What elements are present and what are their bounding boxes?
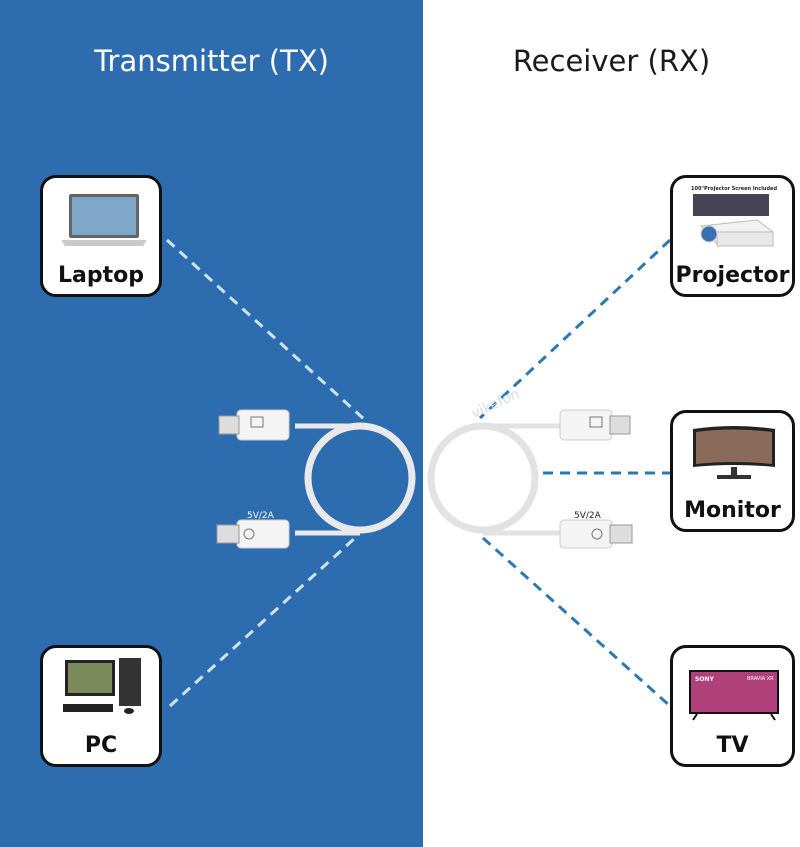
rx-power-label: 5V/2A	[574, 511, 602, 521]
projector-label: Projector	[675, 263, 790, 288]
pc-connection-line	[168, 536, 357, 708]
tv-icon	[689, 670, 779, 721]
pc-label: PC	[84, 733, 118, 758]
projector-icon	[693, 194, 775, 247]
projector-device-card: 100"Projector Screen Included Projector	[670, 175, 795, 297]
desktop-pc-icon	[63, 658, 141, 714]
tv-device-card: SONY BRAVIA XR TV	[670, 645, 795, 767]
tx-usb-connector	[236, 519, 290, 549]
laptop-icon	[61, 194, 147, 246]
monitor-device-card: Monitor	[670, 410, 795, 532]
laptop-connection-line	[165, 238, 367, 422]
receiver-title: Receiver (RX)	[512, 44, 711, 78]
tv-model: BRAVIA XR	[747, 676, 774, 682]
tx-power-label: 5V/2A	[247, 511, 275, 521]
rx-hdmi-connector	[559, 409, 613, 441]
laptop-label: Laptop	[58, 263, 144, 288]
pc-device-card: PC	[40, 645, 162, 767]
projector-connection-line	[478, 238, 672, 420]
monitor-icon	[693, 426, 775, 479]
watermark: vikefon	[469, 386, 522, 422]
laptop-device-card: Laptop	[40, 175, 162, 297]
projector-screen-caption: 100"Projector Screen Included	[691, 186, 778, 192]
transmitter-title: Transmitter (TX)	[94, 44, 329, 78]
monitor-label: Monitor	[684, 498, 781, 523]
tv-connection-line	[481, 536, 672, 708]
tv-label: TV	[716, 733, 749, 758]
rx-usb-connector	[559, 519, 613, 549]
tx-cable: 5V/2A	[216, 409, 416, 549]
tv-brand: SONY	[695, 676, 714, 683]
rx-cable: 5V/2A	[427, 409, 633, 549]
